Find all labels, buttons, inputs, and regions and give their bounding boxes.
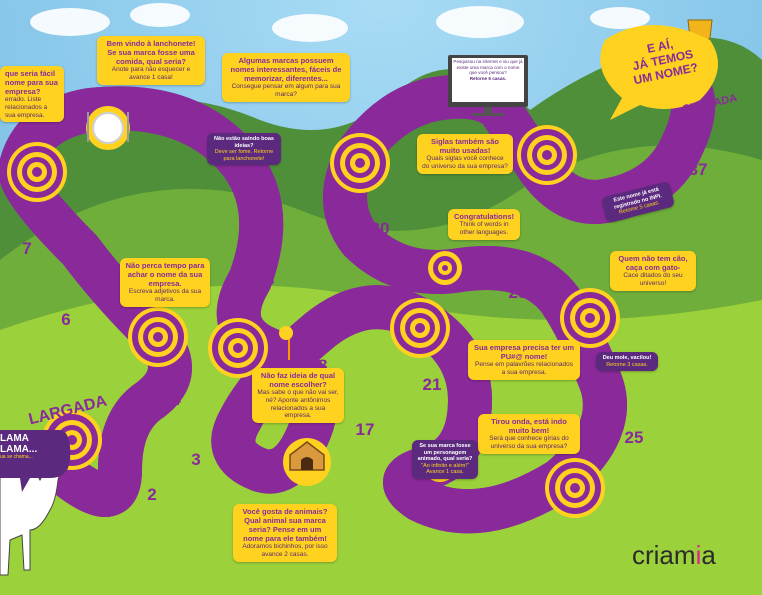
purple-note-answer: Retorne 3 casas. — [606, 361, 648, 368]
note-question: Bem vindo à lanchonete! Se sua marca fos… — [106, 39, 196, 66]
note-question: Você gosta de animais? Qual animal sua m… — [242, 507, 328, 543]
note-answer: Quais siglas você conhece do universo da… — [422, 155, 508, 170]
note-question: Não faz ideia de qual nome escolher? — [260, 371, 336, 389]
square-number: 2 — [147, 485, 157, 504]
purple-note-personagem: Se sua marca fosse um personagem animado… — [412, 440, 478, 479]
square-number: 15 — [234, 415, 254, 434]
square-number: 7 — [22, 239, 32, 258]
square-number: 6 — [61, 310, 71, 329]
square-number: 35 — [567, 196, 587, 215]
target-circle — [560, 288, 620, 348]
note-lanchonete: Bem vindo à lanchonete! Se sua marca fos… — [97, 36, 205, 85]
note-answer: Cace ditados do seu universo! — [623, 272, 683, 287]
note-question: que seria fácil nome para sua empresa? — [5, 69, 58, 96]
square-number: 13 — [255, 270, 275, 289]
llama-line: LAMA — [0, 433, 29, 444]
target-circle — [517, 125, 577, 185]
target-circle — [545, 458, 605, 518]
note-animais: Você gosta de animais? Qual animal sua m… — [233, 504, 337, 562]
note-answer: errado. Liste relacionados a sua empresa… — [5, 96, 48, 119]
monitor-note: Pesquisou na internet e viu que já exist… — [453, 59, 523, 81]
monitor-icon — [448, 55, 528, 116]
square-number: 10 — [171, 102, 191, 121]
target-circle — [7, 142, 67, 202]
note-marcas-interessantes: Algumas marcas possuem nomes interessant… — [222, 53, 350, 102]
note-girias: Tirou onda, está indo muito bem! Será qu… — [478, 414, 580, 454]
target-circle — [390, 298, 450, 358]
note-answer: Escreva adjetivos da sua marca. — [128, 288, 202, 303]
brand-logo: criamia — [632, 540, 716, 571]
note-answer: Think of words in other languages. — [459, 221, 509, 236]
target-circle — [330, 133, 390, 193]
target-circle — [128, 307, 188, 367]
square-number: 23 — [493, 504, 513, 523]
note-answer: Será que conhece gírias do universo da s… — [489, 435, 569, 450]
brand-part: i — [695, 540, 702, 570]
purple-note-vacilou: Deu mole, vacilou! Retorne 3 casas. — [596, 352, 658, 372]
title-bubble-shape — [600, 25, 718, 120]
note-question: Congratulations! — [454, 212, 514, 221]
clouds — [30, 3, 650, 42]
llama-bubble: LAMA LAMA... ua se chama... — [0, 433, 66, 461]
square-number: 21 — [422, 375, 442, 394]
note-question: Não perca tempo para achar o nome da sua… — [125, 261, 205, 288]
square-number: 12 — [260, 197, 280, 216]
square-number: 37 — [688, 160, 708, 179]
note-quem-nao-tem-cao: Quem não tem cão, caça com gato- Cace di… — [610, 251, 696, 291]
purple-note-fome: Não estão saindo boas ideias? Deve ser f… — [207, 133, 281, 166]
square-number: 19 — [352, 290, 372, 309]
monitor-question: Pesquisou na internet e viu que já exist… — [453, 59, 523, 75]
square-number: 4 — [171, 390, 181, 409]
square-number: 1 — [101, 502, 111, 521]
llama-bubble-shape — [0, 430, 71, 492]
square-number: 25 — [624, 428, 644, 447]
note-answer: Mas sabe o que não vai ser, né? Aponte a… — [257, 389, 339, 420]
note-answer: Adoramos bichinhos, por isso avance 2 ca… — [242, 543, 328, 558]
note-nao-perca-tempo: Não perca tempo para achar o nome da sua… — [120, 258, 210, 307]
llama-line: ua se chama... — [0, 454, 33, 460]
brand-part: a — [701, 540, 716, 570]
note-question: Siglas também são muito usadas! — [431, 137, 499, 155]
purple-note-answer: Deve ser fome. Retorne para lanchonete! — [214, 149, 274, 162]
square-number: 28 — [508, 283, 528, 302]
note-nao-faz-ideia: Não faz ideia de qual nome escolher? Mas… — [252, 368, 344, 424]
note-nome-facil: que seria fácil nome para sua empresa? e… — [0, 66, 64, 123]
note-answer: Consegue pensar em algum para sua marca? — [231, 83, 341, 98]
square-number: 17 — [355, 420, 375, 439]
square-number: 30 — [370, 219, 390, 238]
purple-note-question: Não estão saindo boas ideias? — [214, 136, 274, 149]
note-answer: Pense em palavrões relacionados a sua em… — [475, 361, 573, 376]
purple-note-question: Se sua marca fosse um personagem animado… — [417, 443, 473, 463]
purple-note-question: Deu mole, vacilou! — [602, 355, 652, 361]
note-question: Quem não tem cão, caça com gato- — [618, 254, 688, 272]
note-congratulations: Congratulations! Think of words in other… — [448, 209, 520, 240]
square-number: 3 — [191, 450, 201, 469]
purple-note-answer: "Ao infinito e além!" Avance 1 casa. — [421, 462, 469, 476]
monitor-answer: Retorne 6 casas. — [469, 75, 507, 81]
note-palavroes: Sua empresa precisa ter um PU#@ nome! Pe… — [468, 340, 580, 380]
note-question: Tirou onda, está indo muito bem! — [491, 417, 567, 435]
brand-part: criam — [632, 540, 696, 570]
note-answer: Anote para não esquecer e avance 1 casa! — [111, 66, 191, 81]
note-question: Algumas marcas possuem nomes interessant… — [230, 56, 342, 83]
doghouse-icon — [283, 438, 331, 486]
note-siglas: Siglas também são muito usadas! Quais si… — [417, 134, 513, 174]
square-number: 32 — [403, 97, 423, 116]
llama-line: LAMA... — [0, 444, 38, 455]
note-question: Sua empresa precisa ter um PU#@ nome! — [473, 343, 575, 361]
